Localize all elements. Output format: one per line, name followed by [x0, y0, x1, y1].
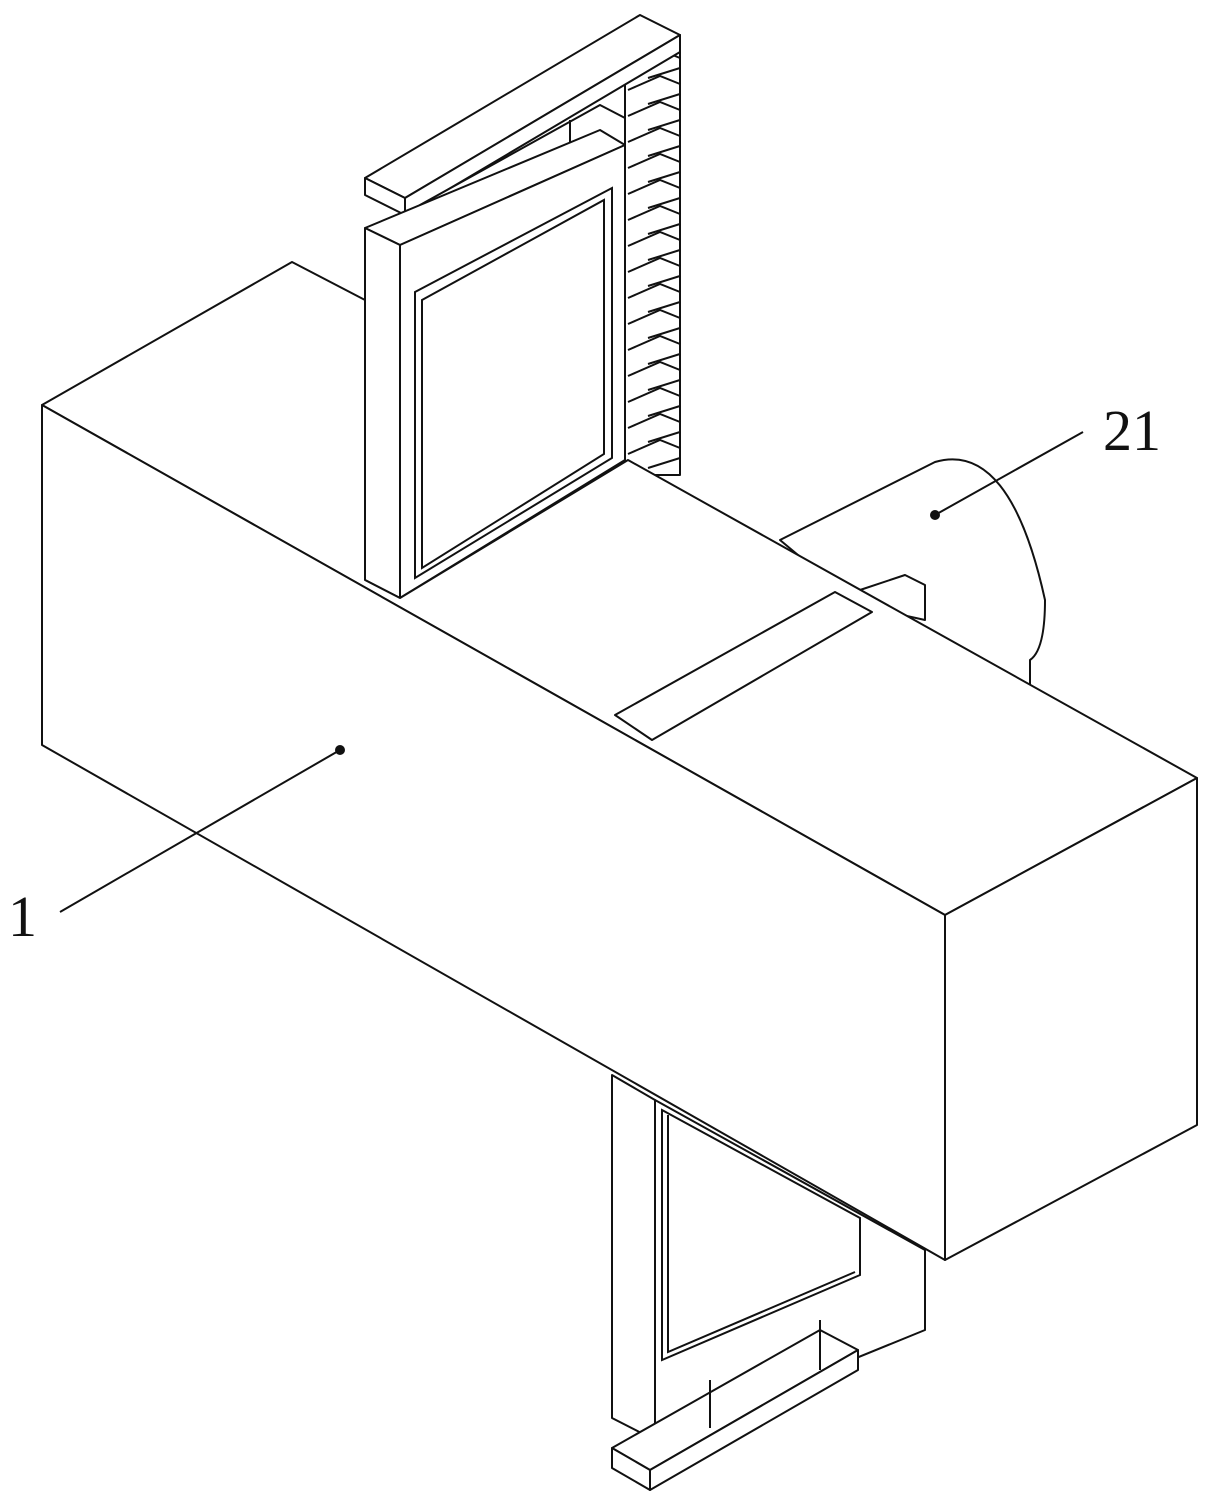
leader-21-dot: [930, 510, 940, 520]
rack: [625, 35, 680, 475]
label-1: 1: [8, 888, 37, 946]
leader-1-dot: [335, 745, 345, 755]
label-21: 21: [1103, 402, 1161, 460]
